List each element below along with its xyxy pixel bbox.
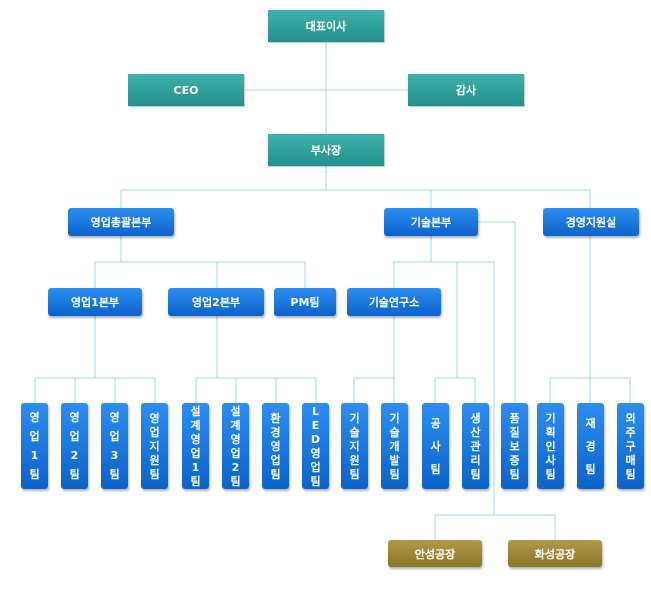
sales1-dept-box: 영업1본부	[48, 288, 142, 316]
management-support-box: 경영지원실	[543, 208, 639, 236]
rnd-center-label: 기술연구소	[368, 296, 420, 309]
anseong-factory-label: 안성공장	[414, 547, 456, 561]
ceo-chair-label: 대표이사	[305, 20, 347, 33]
sales2-dept-box: 영업2본부	[168, 288, 264, 316]
audit-box: 감사	[408, 74, 524, 106]
sales1-dept-label: 영업1본부	[70, 296, 120, 309]
sales-hq-label: 영업총괄본부	[90, 216, 152, 229]
tech-hq-box: 기술본부	[384, 208, 478, 236]
pm-team-label: PM팀	[290, 296, 320, 309]
ceo-box: CEO	[128, 74, 244, 106]
sales-hq-box: 영업총괄본부	[68, 208, 174, 236]
ceo-label: CEO	[173, 83, 199, 97]
anseong-factory-box: 안성공장	[388, 540, 482, 567]
rnd-center-box: 기술연구소	[347, 288, 441, 316]
pm-team-box: PM팀	[274, 288, 336, 316]
hwaseong-factory-box: 화성공장	[508, 540, 602, 567]
sales2-dept-label: 영업2본부	[191, 296, 241, 309]
hwaseong-factory-label: 화성공장	[534, 547, 576, 561]
audit-label: 감사	[455, 84, 477, 97]
vice-president-box: 부사장	[268, 134, 384, 166]
management-support-label: 경영지원실	[565, 216, 617, 229]
vice-president-label: 부사장	[310, 144, 342, 157]
tech-hq-label: 기술본부	[410, 216, 452, 229]
ceo-chair-box: 대표이사	[268, 10, 384, 42]
